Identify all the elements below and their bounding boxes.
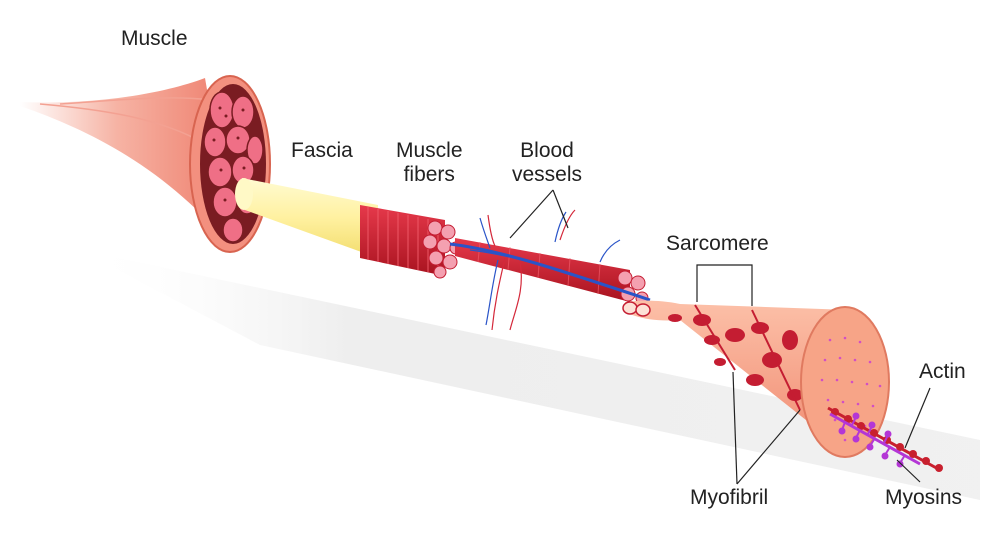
muscle-tendon	[20, 78, 235, 252]
muscle-fibers-label: Muscle fibers	[396, 139, 463, 186]
myofibril-label: Myofibril	[690, 486, 769, 509]
myofibril-leader-1	[732, 371, 738, 485]
sarcomere-label: Sarcomere	[666, 232, 769, 255]
muscle-fibers-bundle	[360, 205, 463, 279]
ground-shadow	[80, 250, 980, 500]
blood-vessels-leader-1	[509, 189, 554, 239]
fascia-cone	[242, 178, 378, 258]
fascia-label: Fascia	[291, 139, 353, 162]
muscle-cross-section	[189, 75, 271, 253]
myosins-leader	[896, 459, 921, 483]
myofibril-cone	[622, 300, 890, 458]
myosins-label: Myosins	[885, 486, 963, 509]
blood-vessels-leader-2	[552, 189, 569, 229]
sarcomere-bracket	[696, 264, 753, 306]
actin-label: Actin	[919, 360, 966, 383]
actin-myosin-filaments	[827, 406, 943, 472]
leader-lines	[509, 189, 931, 485]
actin-leader	[904, 387, 931, 449]
myofibril-leader-2	[736, 409, 801, 485]
muscle-label: Muscle	[121, 27, 188, 50]
blood-vessels-fiber	[449, 209, 651, 331]
blood-vessels-label: Blood vessels	[512, 139, 583, 186]
